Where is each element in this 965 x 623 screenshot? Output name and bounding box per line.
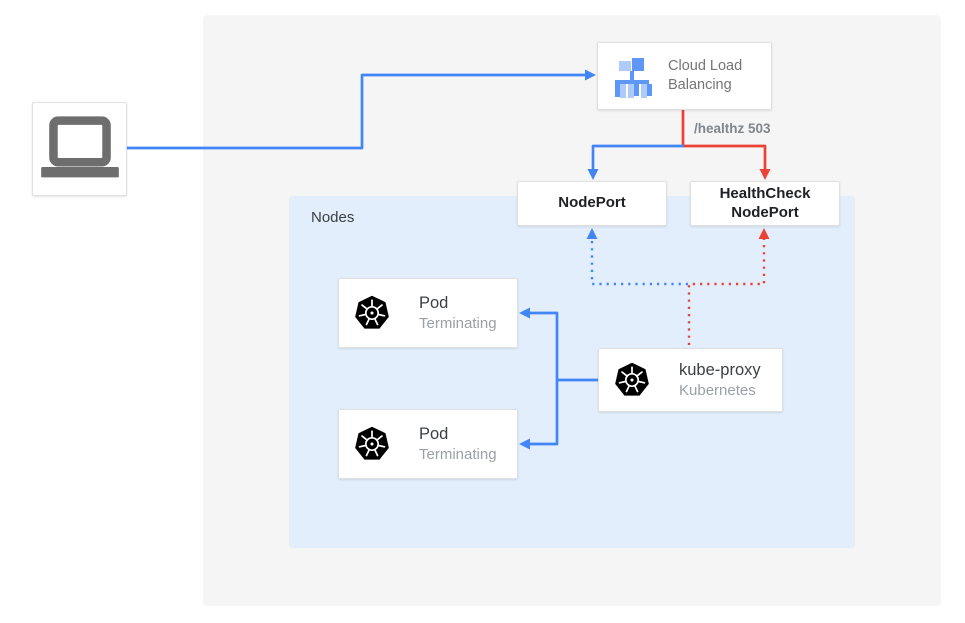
kube-proxy-title: kube-proxy	[679, 361, 761, 379]
nodeport-node: NodePort	[517, 181, 667, 226]
laptop-icon	[40, 116, 119, 178]
kube-proxy-node: kube-proxy Kubernetes	[598, 348, 783, 412]
healthz-status-label: /healthz 503	[694, 121, 771, 136]
wire-kube-proxy-to-pod-1	[519, 307, 559, 380]
wire-kube-proxy-to-pod-2	[519, 380, 559, 450]
pod-status: Terminating	[419, 446, 497, 463]
wire-kube-proxy-to-healthcheck-nodeport-dotted	[687, 228, 770, 345]
healthcheck-nodeport-node: HealthCheck NodePort	[690, 181, 840, 226]
cloud-load-balancing-node: Cloud Load Balancing	[597, 42, 772, 110]
pod-node-2: Pod Terminating	[338, 409, 518, 479]
kube-proxy-subtitle: Kubernetes	[679, 382, 756, 399]
client-node	[32, 102, 127, 196]
kubernetes-icon	[352, 424, 392, 464]
pod-node-1: Pod Terminating	[338, 278, 518, 348]
wire-client-to-load-balancer	[127, 69, 596, 150]
wire-kube-proxy-to-nodeport-dotted	[586, 228, 688, 286]
wire-load-balancer-to-healthcheck-nodeport	[681, 110, 771, 180]
nodeport-label: NodePort	[558, 194, 626, 212]
nodes-group-label: Nodes	[311, 209, 355, 226]
pod-status: Terminating	[419, 315, 497, 332]
cloud-load-balancing-icon	[610, 54, 654, 98]
wire-load-balancer-to-nodeport	[587, 144, 684, 180]
cloud-load-balancing-label: Cloud Load Balancing	[668, 57, 743, 93]
kubernetes-icon	[352, 293, 392, 333]
pod-title: Pod	[419, 425, 449, 443]
kubernetes-icon	[612, 360, 652, 400]
pod-title: Pod	[419, 294, 449, 312]
healthcheck-nodeport-label: HealthCheck NodePort	[719, 184, 811, 221]
